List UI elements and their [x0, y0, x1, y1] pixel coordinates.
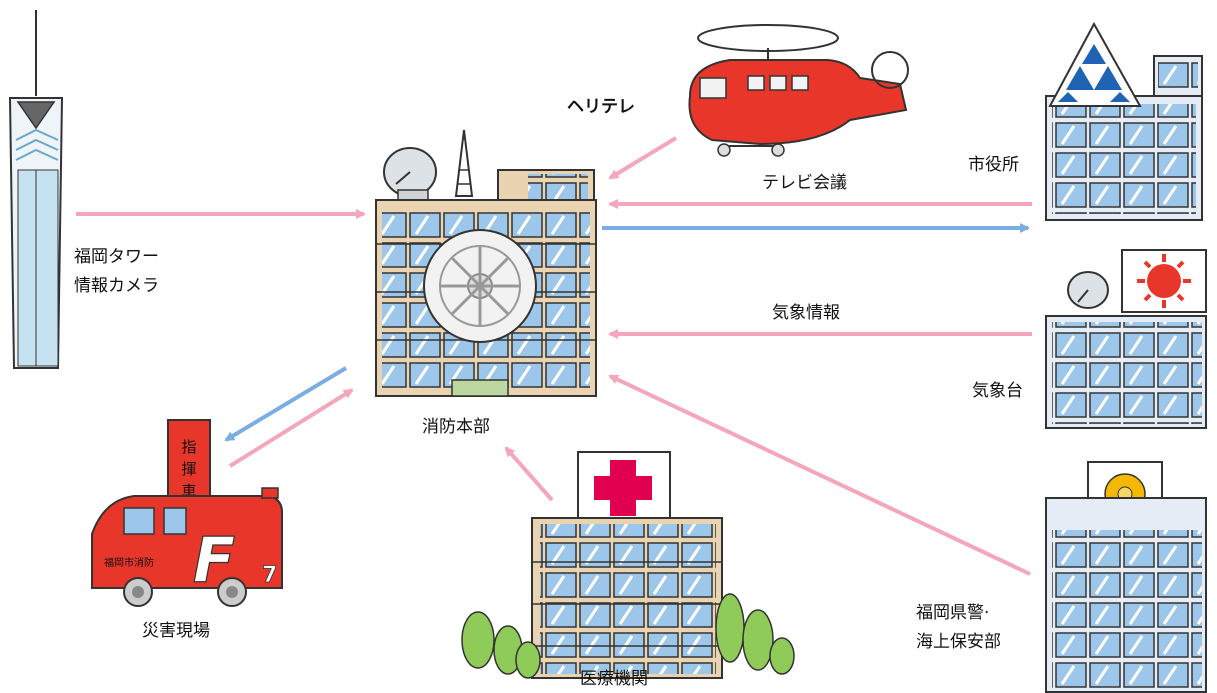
- vehicle-sign-char-1: 指: [181, 438, 196, 456]
- vehicle-side-text: 福岡市消防: [104, 556, 154, 569]
- label-weather-station: 気象台: [972, 381, 1023, 401]
- city-logo-icon: [1058, 44, 1130, 102]
- label-heli: ヘリテレ: [567, 97, 635, 117]
- label-medical: 医療機関: [580, 669, 648, 689]
- arrow-heli-to-hq: [608, 136, 678, 180]
- weather-station-building-icon: [1045, 249, 1207, 429]
- command-vehicle-icon: 指 揮 車 福岡市消防 F 7: [91, 419, 283, 607]
- vehicle-sign-char-2: 揮: [181, 460, 196, 478]
- hospital-building-icon: [461, 451, 795, 679]
- fukuoka-tower-icon: [8, 10, 64, 369]
- label-tower-line1: 福岡タワー: [74, 247, 159, 267]
- police-building-icon: [1045, 461, 1207, 693]
- fire-hq-building-icon: [375, 129, 597, 397]
- arrow-hq-to-scene: [224, 366, 348, 442]
- helicopter-icon: [688, 24, 909, 157]
- label-police-line1: 福岡県警·: [916, 603, 990, 623]
- label-disaster-scene: 災害現場: [142, 621, 210, 641]
- arrow-hospital-to-hq: [504, 446, 554, 502]
- label-hq: 消防本部: [422, 417, 490, 437]
- trees-right-icon: [715, 593, 795, 675]
- label-police-line2: 海上保安部: [916, 632, 1001, 652]
- arrow-police-to-hq: [608, 374, 1031, 576]
- label-tv-conference: テレビ会議: [762, 173, 847, 193]
- trees-left-icon: [461, 611, 541, 679]
- sun-icon: [1137, 254, 1191, 308]
- label-tower-line2: 情報カメラ: [74, 276, 159, 296]
- vehicle-number: 7: [262, 563, 277, 588]
- city-hall-building-icon: [1045, 21, 1203, 221]
- arrow-scene-to-hq: [228, 388, 354, 468]
- red-cross-icon: [594, 460, 652, 516]
- label-city-hall: 市役所: [968, 155, 1019, 175]
- label-weather-info: 気象情報: [772, 303, 840, 323]
- arrows: [76, 136, 1032, 576]
